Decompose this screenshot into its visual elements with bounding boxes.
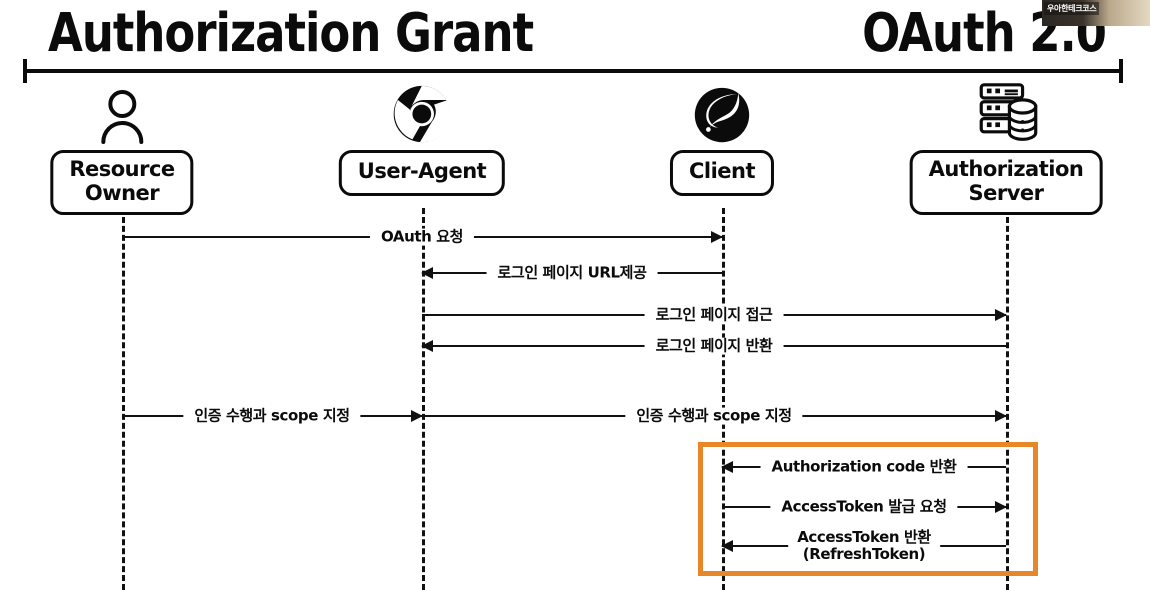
- actor-label-box-client: Client: [669, 150, 775, 196]
- message-label: 인증 수행과 scope 지정: [183, 407, 361, 425]
- arrowhead-left-icon: [721, 461, 733, 473]
- spring-leaf-icon: [670, 82, 774, 144]
- message-label: 로그인 페이지 URL제공: [486, 264, 658, 282]
- page-title: Authorization Grant: [48, 1, 534, 64]
- actor-label-line1: User-Agent: [357, 159, 487, 183]
- actor-label-box-authorization-server: Authorization Server: [909, 150, 1103, 216]
- rule-cap-right-icon: [1119, 59, 1123, 83]
- arrowhead-left-icon: [421, 340, 433, 352]
- header-divider-rule: [23, 59, 1123, 83]
- channel-watermark-label: 우아한테크코스: [1044, 2, 1100, 15]
- actor-label-line1: Resource: [69, 157, 175, 181]
- video-overlay-thumbnail: 우아한테크코스: [1042, 0, 1150, 26]
- actor-label-line1: Client: [688, 159, 756, 183]
- lifeline-authorization-server: [1006, 208, 1009, 590]
- rule-cap-left-icon: [23, 59, 27, 83]
- actor-resource-owner[interactable]: Resource Owner: [50, 82, 194, 216]
- message-label: AccessToken 발급 요청: [770, 498, 958, 516]
- arrowhead-left-icon: [421, 267, 433, 279]
- token-exchange-highlight-box: [698, 442, 1038, 576]
- lifeline-user-agent: [422, 208, 425, 590]
- lifeline-resource-owner: [122, 208, 125, 590]
- arrowhead-right-icon: [411, 410, 423, 422]
- actor-label-box-user-agent: User-Agent: [338, 150, 506, 196]
- message-label-line1: AccessToken 반환: [797, 528, 931, 547]
- message-label: AccessToken 반환 (RefreshToken): [788, 529, 940, 563]
- actor-label-box-resource-owner: Resource Owner: [50, 150, 194, 216]
- arrowhead-right-icon: [995, 410, 1007, 422]
- arrowhead-left-icon: [721, 540, 733, 552]
- arrowhead-right-icon: [995, 309, 1007, 321]
- arrowhead-right-icon: [995, 501, 1007, 513]
- message-label: 인증 수행과 scope 지정: [625, 407, 803, 425]
- message-label: 로그인 페이지 반환: [644, 337, 784, 355]
- actor-label-line1: Authorization: [928, 157, 1084, 181]
- arrowhead-right-icon: [711, 231, 723, 243]
- message-label-line2: (RefreshToken): [802, 545, 926, 563]
- actor-authorization-server[interactable]: Authorization Server: [909, 82, 1103, 216]
- lifeline-client: [722, 208, 725, 590]
- actor-label-line2: Server: [968, 180, 1044, 205]
- person-icon: [50, 82, 193, 144]
- message-label: OAuth 요청: [369, 228, 475, 246]
- actor-user-agent[interactable]: User-Agent: [338, 82, 506, 196]
- message-label: Authorization code 반환: [760, 458, 968, 476]
- actor-label-line2: Owner: [84, 180, 160, 205]
- actor-client[interactable]: Client: [669, 82, 775, 196]
- chrome-browser-icon: [339, 82, 505, 144]
- message-label: 로그인 페이지 접근: [644, 306, 784, 324]
- server-database-icon: [910, 82, 1103, 144]
